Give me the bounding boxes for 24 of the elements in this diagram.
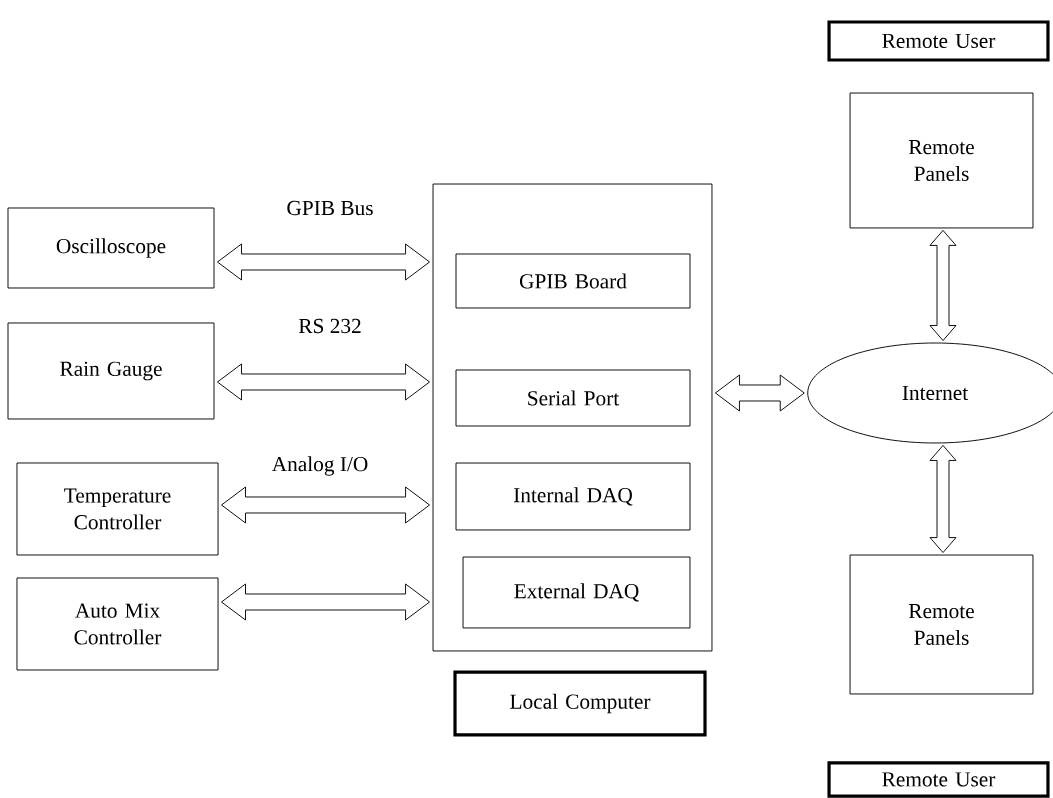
double-arrow <box>929 445 957 554</box>
label-box: Remote User <box>827 20 1050 62</box>
port-box: External DAQ <box>462 556 691 629</box>
edge-label: Analog I/O <box>270 454 370 478</box>
double-arrow <box>217 243 431 281</box>
panel-box: Remote Panels <box>849 554 1034 695</box>
panel-box: Remote Panels <box>849 92 1034 229</box>
port-box: GPIB Board <box>455 253 691 309</box>
double-arrow <box>221 583 431 621</box>
label-box: Local Computer <box>453 670 707 737</box>
computer-box <box>432 183 713 652</box>
double-arrow <box>929 229 957 341</box>
edge-label: GPIB Bus <box>285 199 375 217</box>
device-box: Auto Mix Controller <box>16 577 219 671</box>
device-box: Rain Gauge <box>7 322 215 420</box>
double-arrow <box>714 374 805 412</box>
double-arrow <box>221 486 431 524</box>
device-box: Temperature Controller <box>16 462 219 556</box>
device-box: Oscilloscope <box>7 207 215 289</box>
port-box: Serial Port <box>455 369 691 427</box>
port-box: Internal DAQ <box>455 462 691 531</box>
edge-label: RS 232 <box>296 317 364 335</box>
label-box: Remote User <box>827 761 1050 798</box>
double-arrow <box>217 363 431 401</box>
